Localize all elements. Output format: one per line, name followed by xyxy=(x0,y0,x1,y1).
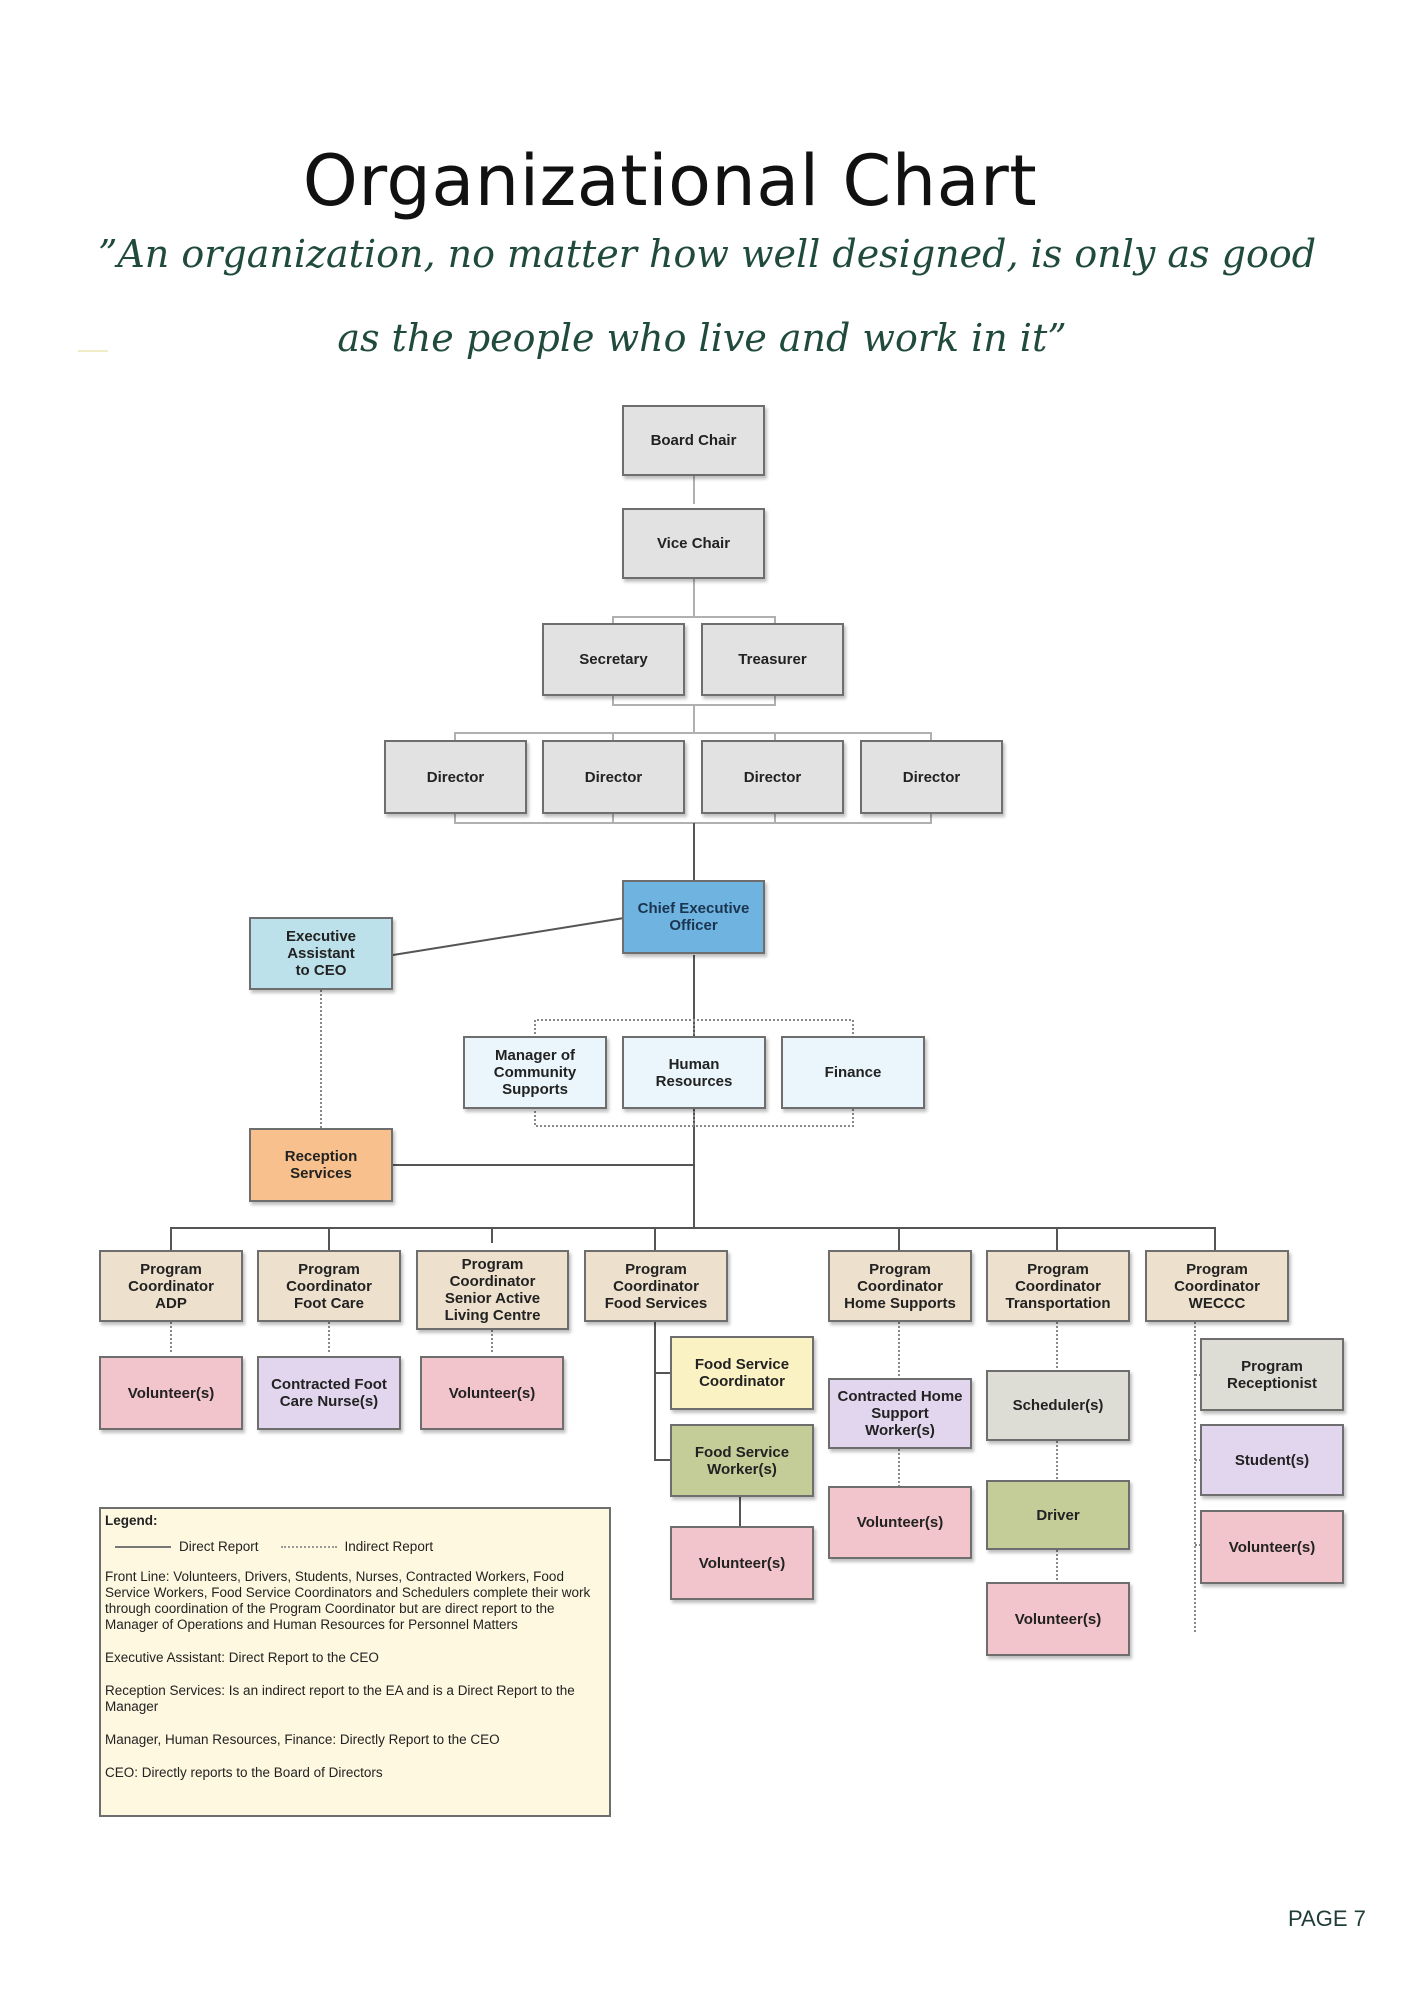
node-vice-chair: Vice Chair xyxy=(622,508,765,579)
node-volunteers-home: Volunteer(s) xyxy=(828,1486,972,1559)
node-program-receptionist: Program Receptionist xyxy=(1200,1338,1344,1411)
node-manager-community-supports: Manager of Community Supports xyxy=(463,1036,607,1109)
node-secretary: Secretary xyxy=(542,623,685,696)
legend-indirect-report: Indirect Report xyxy=(344,1539,434,1554)
node-students: Student(s) xyxy=(1200,1424,1344,1496)
legend-line-key: Direct Report Indirect Report xyxy=(115,1539,605,1555)
node-director-3: Director xyxy=(701,740,844,814)
node-home-support-worker: Contracted Home Support Worker(s) xyxy=(828,1378,972,1449)
page-number: PAGE 7 xyxy=(1288,1906,1366,1931)
legend-reception: Reception Services: Is an indirect repor… xyxy=(105,1683,575,1714)
node-pc-home-supports: Program Coordinator Home Supports xyxy=(828,1250,972,1322)
line-directors-top xyxy=(454,732,932,743)
legend-manager: Manager, Human Resources, Finance: Direc… xyxy=(105,1732,500,1747)
page-title: Organizational Chart xyxy=(302,140,1038,222)
node-treasurer: Treasurer xyxy=(701,623,844,696)
quote-line-2: as the people who live and work in it” xyxy=(337,316,1067,360)
direct-report-swatch xyxy=(115,1546,171,1548)
line-mgr-bottom-indirect xyxy=(534,1107,854,1127)
node-executive-assistant: Executive Assistant to CEO xyxy=(249,917,393,990)
node-human-resources: Human Resources xyxy=(622,1036,766,1109)
node-pc-food-services: Program Coordinator Food Services xyxy=(584,1250,728,1322)
node-pc-foot-care: Program Coordinator Foot Care xyxy=(257,1250,401,1322)
legend-ceo: CEO: Directly reports to the Board of Di… xyxy=(105,1765,383,1780)
node-food-service-worker: Food Service Worker(s) xyxy=(670,1424,814,1497)
line-food-worker xyxy=(654,1322,670,1461)
node-driver: Driver xyxy=(986,1480,1130,1550)
node-pc-adp: Program Coordinator ADP xyxy=(99,1250,243,1322)
legend-direct-report: Direct Report xyxy=(179,1539,259,1554)
node-reception-services: Reception Services xyxy=(249,1128,393,1202)
legend-executive-assistant: Executive Assistant: Direct Report to th… xyxy=(105,1650,379,1665)
node-finance: Finance xyxy=(781,1036,925,1109)
node-director-2: Director xyxy=(542,740,685,814)
node-scheduler: Scheduler(s) xyxy=(986,1370,1130,1441)
indirect-report-swatch xyxy=(280,1546,337,1548)
node-volunteers-food: Volunteer(s) xyxy=(670,1526,814,1600)
node-pc-senior-active: Program Coordinator Senior Active Living… xyxy=(416,1250,569,1330)
line-officers-bottom xyxy=(612,696,776,706)
line-program-bus xyxy=(170,1227,1216,1250)
legend: Legend: Direct Report Indirect Report Fr… xyxy=(99,1507,611,1817)
node-volunteers-transport: Volunteer(s) xyxy=(986,1582,1130,1656)
node-pc-transportation: Program Coordinator Transportation xyxy=(986,1250,1130,1322)
decorative-rule xyxy=(78,350,108,352)
node-volunteers-adp: Volunteer(s) xyxy=(99,1356,243,1430)
node-ceo: Chief Executive Officer xyxy=(622,880,765,954)
line-officers-top xyxy=(612,616,776,626)
node-director-4: Director xyxy=(860,740,1003,814)
legend-front-line: Front Line: Volunteers, Drivers, Student… xyxy=(105,1569,591,1632)
line-ceo-ea xyxy=(392,917,625,956)
legend-title: Legend: xyxy=(105,1513,158,1528)
node-foot-care-nurse: Contracted Foot Care Nurse(s) xyxy=(257,1356,401,1430)
node-board-chair: Board Chair xyxy=(622,405,765,476)
node-director-1: Director xyxy=(384,740,527,814)
node-volunteers-senior: Volunteer(s) xyxy=(420,1356,564,1430)
node-food-service-coordinator: Food Service Coordinator xyxy=(670,1336,814,1410)
node-pc-weccc: Program Coordinator WECCC xyxy=(1145,1250,1289,1322)
line-directors-bottom xyxy=(454,814,932,824)
quote-line-1: ”An organization, no matter how well des… xyxy=(97,232,1317,276)
node-volunteers-weccc: Volunteer(s) xyxy=(1200,1510,1344,1584)
